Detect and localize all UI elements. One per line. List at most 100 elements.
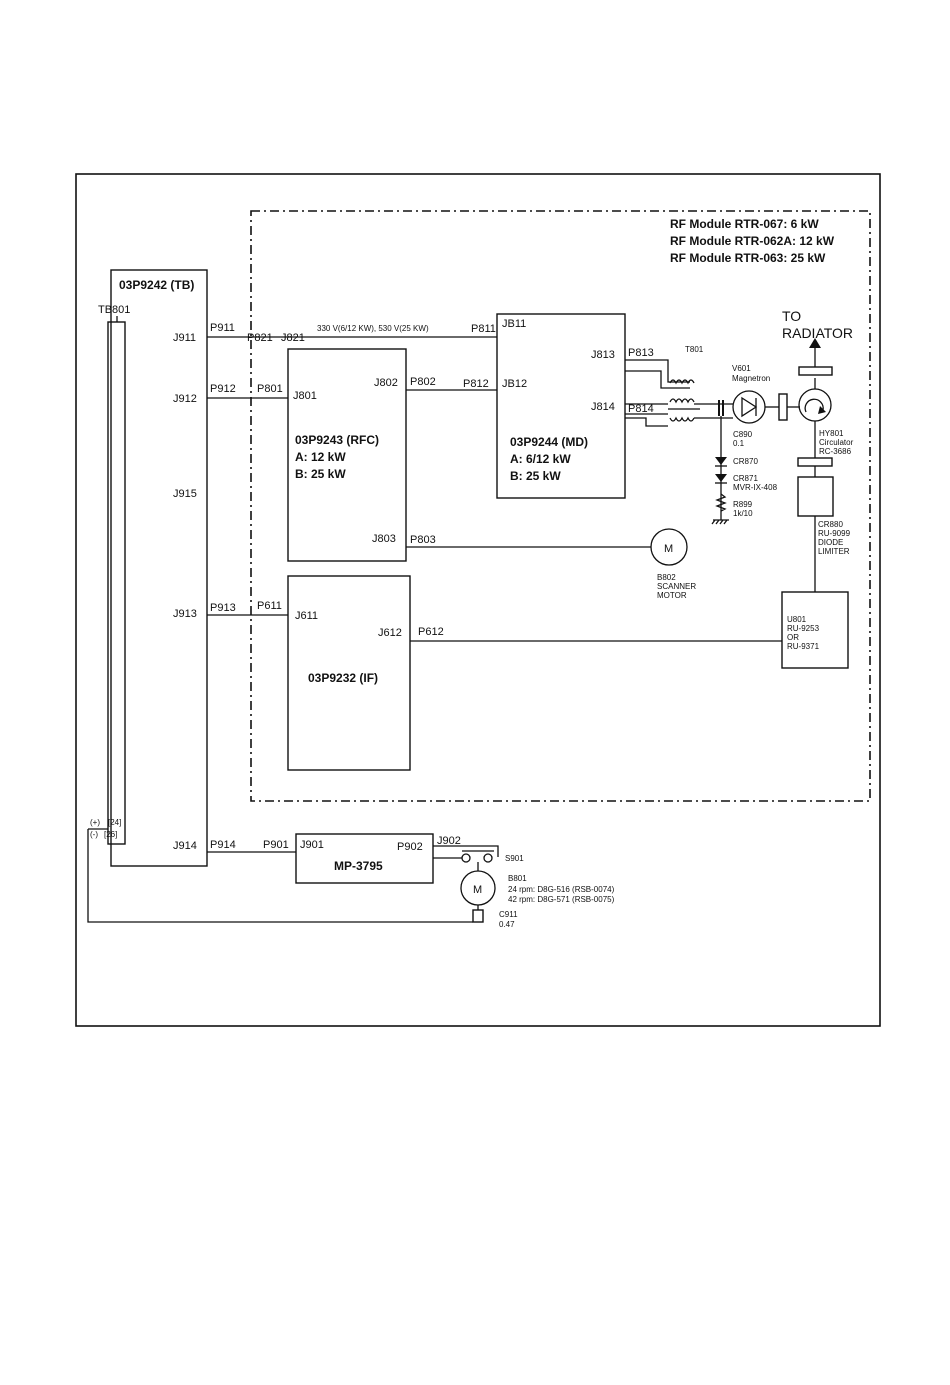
c911-label: C911 [499,910,518,919]
circulator-icon [798,388,832,422]
wire-p912: P912 [210,383,236,395]
magnetron-label: Magnetron [732,374,770,383]
rf-module-boundary [250,210,871,802]
tb-plus-label: (+) [90,818,100,827]
t801-label: T801 [685,345,704,354]
b801-42rpm: 42 rpm: D8G-571 (RSB-0075) [508,895,615,904]
rf-module-label-2: RF Module RTR-062A: 12 kW [670,234,835,248]
wire-p821: P821 [247,332,273,344]
circulator-arrow [804,398,824,413]
cr870-diode-icon [715,457,727,465]
s901-label: S901 [505,854,524,863]
wire-p814: P814 [628,403,654,415]
b801-24rpm: 24 rpm: D8G-516 (RSB-0074) [508,885,615,894]
wire-p803: P803 [410,534,436,546]
circulator-label: Circulator [819,438,854,447]
wire-p901: P901 [263,839,289,851]
md-board [496,313,626,499]
wire-p913: P913 [210,602,236,614]
mp-j901: J901 [300,839,324,851]
tb-minus-label: (-) [90,830,98,839]
limiter-label: LIMITER [818,547,850,556]
wire-j814-t801 [625,403,668,427]
mp-title: MP-3795 [334,859,383,873]
scanner-motor-icon [650,528,688,566]
r899-value: 1k/10 [733,509,753,518]
md-b: B: 25 kW [510,469,561,483]
md-j813: J813 [591,349,615,361]
ru9371-label: RU-9371 [787,642,820,651]
tb-minus-pin: [26] [104,830,117,839]
tb801-terminal-strip [107,321,126,845]
wire-p612: P612 [418,626,444,638]
wire-p813: P813 [628,347,654,359]
b802-label: B802 [657,573,676,582]
tb-j912: J912 [173,393,197,405]
cr880-limiter [797,476,834,517]
cr871-value: MVR-IX-408 [733,483,778,492]
wire-j821: J821 [281,332,305,344]
radiator-arrow-icon [809,338,821,348]
cr871-diode-icon [715,474,727,482]
wire-j813-t801-b [625,370,690,389]
wire-p812: P812 [463,378,489,390]
wire-p802: P802 [410,376,436,388]
rfc-j803: J803 [372,533,396,545]
c911-capacitor-icon [472,909,484,923]
radiator-label: RADIATOR [782,325,853,341]
c911-value: 0.47 [499,920,515,929]
ru9099-label: RU-9099 [818,529,851,538]
tb-board [110,269,208,867]
wire-p811: P811 [471,323,496,335]
scanner-label: SCANNER [657,582,696,591]
motor-label: MOTOR [657,591,687,600]
wire-j813-t801 [625,359,690,383]
md-title: 03P9244 (MD) [510,435,588,449]
to-label: TO [782,308,801,324]
wire-p911: P911 [210,322,235,334]
tb-board-title: 03P9242 (TB) [119,278,194,292]
c890-label: C890 [733,430,753,439]
magnetron-icon [732,390,766,424]
ru9253-label: RU-9253 [787,624,820,633]
rc-label: RC-3686 [819,447,852,456]
tb-plus-pin: [24] [108,818,121,827]
b801-label: B801 [508,874,527,883]
or-label: OR [787,633,799,642]
magnetron-inner [741,396,758,418]
if-board [287,575,411,771]
if-j612: J612 [378,627,402,639]
wire-p914: P914 [210,839,236,851]
rfc-j802: J802 [374,377,398,389]
s901-contact-b [483,853,493,863]
diode-label: DIODE [818,538,843,547]
md-j814: J814 [591,401,615,413]
md-jb11: JB11 [502,318,526,330]
u801-label: U801 [787,615,807,624]
wire-hv-label: 330 V(6/12 KW), 530 V(25 KW) [317,324,429,333]
mp-p902: P902 [397,841,423,853]
rf-module-label-1: RF Module RTR-067: 6 kW [670,217,819,231]
scanner-motor-m: M [664,543,673,555]
tb-j915: J915 [173,488,197,500]
wire-p611: P611 [257,600,282,612]
t801-secondary-coil-b [669,416,695,422]
v601-label: V601 [732,364,751,373]
cr871-label: CR871 [733,474,758,483]
tb801-label: TB801 [98,304,130,316]
mp-j902: J902 [437,835,461,847]
ground-icon [711,519,729,525]
s901-contact-a [461,853,471,863]
rfc-a: A: 12 kW [295,450,346,464]
waveguide-coupler [778,393,788,421]
wire-t801-v601 [694,403,733,419]
r899-resistor-icon [715,493,727,512]
outer-frame [75,173,881,1027]
rfc-j801: J801 [293,390,317,402]
wire-return-ground [87,829,473,923]
tb-j911: J911 [173,332,196,344]
c890-value: 0.1 [733,439,745,448]
radiator-flange [798,366,833,376]
cr870-label: CR870 [733,457,758,466]
